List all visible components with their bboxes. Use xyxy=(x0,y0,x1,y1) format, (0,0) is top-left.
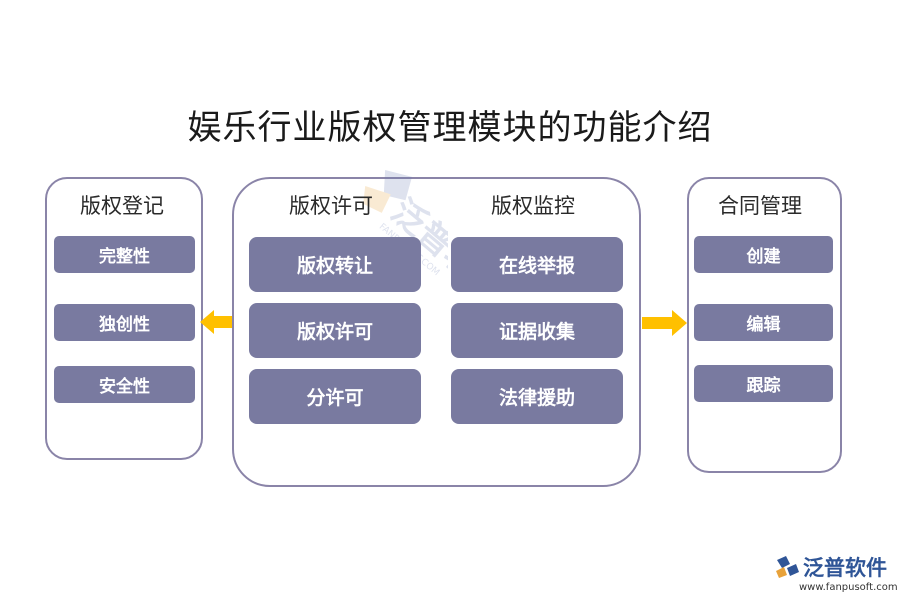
brand-url: www.fanpusoft.com xyxy=(799,582,898,593)
registration-item-security: 安全性 xyxy=(54,366,195,403)
registration-item-integrity: 完整性 xyxy=(54,236,195,273)
contract-management-title: 合同管理 xyxy=(718,194,802,218)
registration-item-originality: 独创性 xyxy=(54,304,195,341)
license-item-license: 版权许可 xyxy=(249,303,421,358)
left-arrow-icon xyxy=(200,310,240,334)
contract-item-track: 跟踪 xyxy=(694,365,833,402)
monitor-item-report: 在线举报 xyxy=(451,237,623,292)
right-arrow-icon xyxy=(642,310,687,336)
fanpu-logo-icon xyxy=(776,556,799,578)
diagram-title: 娱乐行业版权管理模块的功能介绍 xyxy=(187,108,713,148)
copyright-monitor-title: 版权监控 xyxy=(491,194,575,218)
copyright-registration-title: 版权登记 xyxy=(80,194,164,218)
license-item-sublicense: 分许可 xyxy=(249,369,421,424)
contract-item-create: 创建 xyxy=(694,236,833,273)
brand-logo: 泛普软件 xyxy=(774,552,887,582)
license-item-transfer: 版权转让 xyxy=(249,237,421,292)
contract-item-edit: 编辑 xyxy=(694,304,833,341)
monitor-item-legal-aid: 法律援助 xyxy=(451,369,623,424)
brand-name: 泛普软件 xyxy=(803,556,887,580)
copyright-license-title: 版权许可 xyxy=(289,194,373,218)
monitor-item-evidence: 证据收集 xyxy=(451,303,623,358)
